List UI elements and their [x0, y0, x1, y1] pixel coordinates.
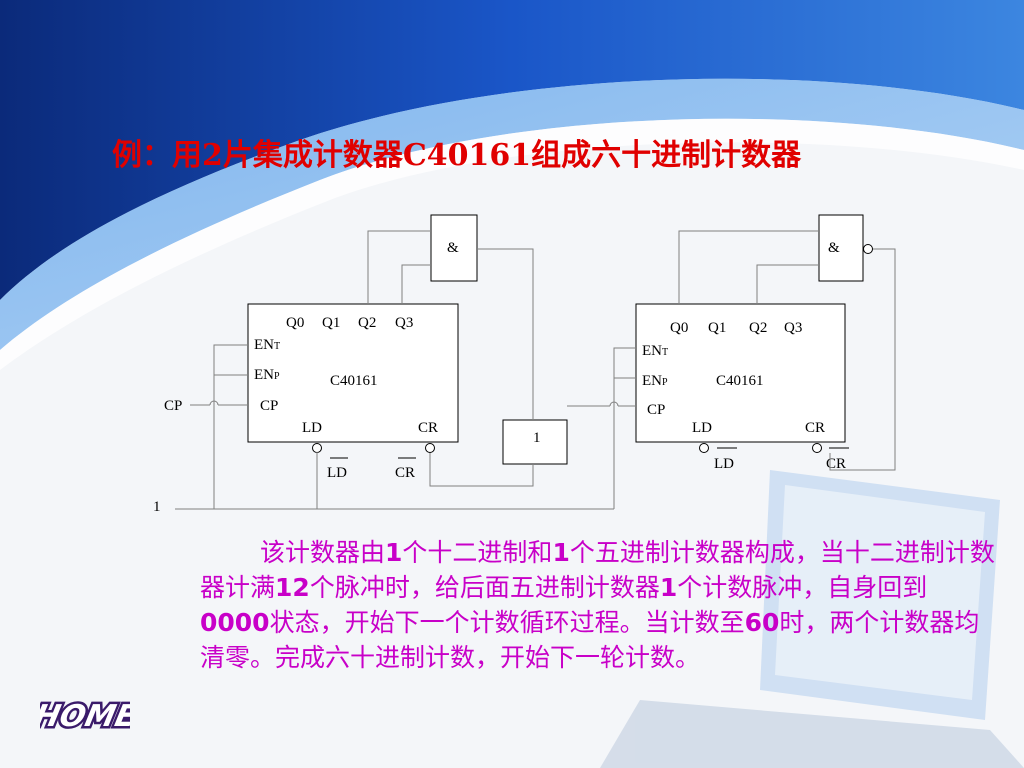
para-seg-3: 1 [552, 538, 570, 567]
para-seg-2: 个十二进制和 [402, 538, 553, 567]
para-seg-6: 个脉冲时，给后面五进制计数器 [309, 573, 660, 602]
chip-left-cr-bubble [425, 443, 435, 453]
counter-chip-right [635, 303, 846, 443]
chip-left-pin-ent: ENT [254, 337, 280, 353]
para-seg-7: 1 [659, 573, 678, 602]
chip-left-cr-bar-label: CR [395, 465, 415, 481]
para-seg-0: 该计数器由 [260, 538, 386, 567]
counter-chip-left [247, 303, 459, 443]
chip-left-pin-ld: LD [302, 420, 322, 436]
chip-right-pin-cp: CP [647, 402, 665, 418]
para-seg-9: 0000 [200, 608, 270, 637]
chip-left-pin-q3: Q3 [395, 315, 413, 331]
chip-left-pin-q0: Q0 [286, 315, 304, 331]
chip-left-name: C40161 [330, 373, 378, 389]
home-logo-text: HOME [40, 699, 130, 734]
and-gate-right-label: & [828, 240, 840, 256]
chip-right-cr-bar-label: CR [826, 456, 846, 472]
chip-left-pin-cp: CP [260, 398, 278, 414]
slide-title: 例：用2片集成计数器C40161组成六十进制计数器 [112, 138, 802, 173]
and-gate-left-label: & [447, 240, 459, 256]
and-gate-right [818, 214, 864, 282]
chip-right-ld-bubble [699, 443, 709, 453]
chip-left-pin-q2: Q2 [358, 315, 376, 331]
and-gate-right-bubble [863, 244, 873, 254]
chip-right-ld-bar-label: LD [714, 456, 734, 472]
chip-left-pin-cr: CR [418, 420, 438, 436]
chip-right-pin-q2: Q2 [749, 320, 767, 336]
chip-right-pin-q3: Q3 [784, 320, 802, 336]
para-seg-8: 个计数脉冲，自身回到 [677, 573, 928, 602]
inverter-gate [502, 419, 568, 465]
explanation-paragraph: 该计数器由1个十二进制和1个五进制计数器构成，当十二进制计数器计满12个脉冲时，… [200, 535, 995, 675]
para-seg-1: 1 [385, 538, 403, 567]
inverter-label: 1 [533, 430, 541, 446]
and-gate-left [430, 214, 478, 282]
chip-left-pin-enp: ENP [254, 367, 280, 383]
para-seg-11: 60 [744, 608, 780, 637]
laptop-decoration-icon [600, 470, 1024, 768]
para-seg-5: 12 [275, 573, 310, 602]
cp-input-label: CP [164, 398, 182, 414]
chip-right-name: C40161 [716, 373, 764, 389]
circuit-wires [175, 230, 896, 510]
chip-right-pin-cr: CR [805, 420, 825, 436]
chip-left-ld-bubble [312, 443, 322, 453]
para-seg-4: 个五进制计数器构成，当十二进制计数器计满 [200, 538, 995, 602]
home-logo-icon[interactable]: HOME [40, 690, 130, 740]
chip-left-pin-q1: Q1 [322, 315, 340, 331]
chip-right-pin-ent: ENT [642, 343, 668, 359]
logic-one-label: 1 [153, 499, 161, 515]
chip-left-ld-bar-label: LD [327, 465, 347, 481]
chip-right-pin-q1: Q1 [708, 320, 726, 336]
para-seg-10: 状态，开始下一个计数循环过程。当计数至 [269, 608, 745, 637]
chip-right-pin-q0: Q0 [670, 320, 688, 336]
para-seg-12: 时，两个计数器均清零。完成六十进制计数，开始下一轮计数。 [200, 608, 980, 672]
chip-right-pin-ld: LD [692, 420, 712, 436]
chip-right-pin-enp: ENP [642, 373, 668, 389]
chip-right-cr-bubble [812, 443, 822, 453]
